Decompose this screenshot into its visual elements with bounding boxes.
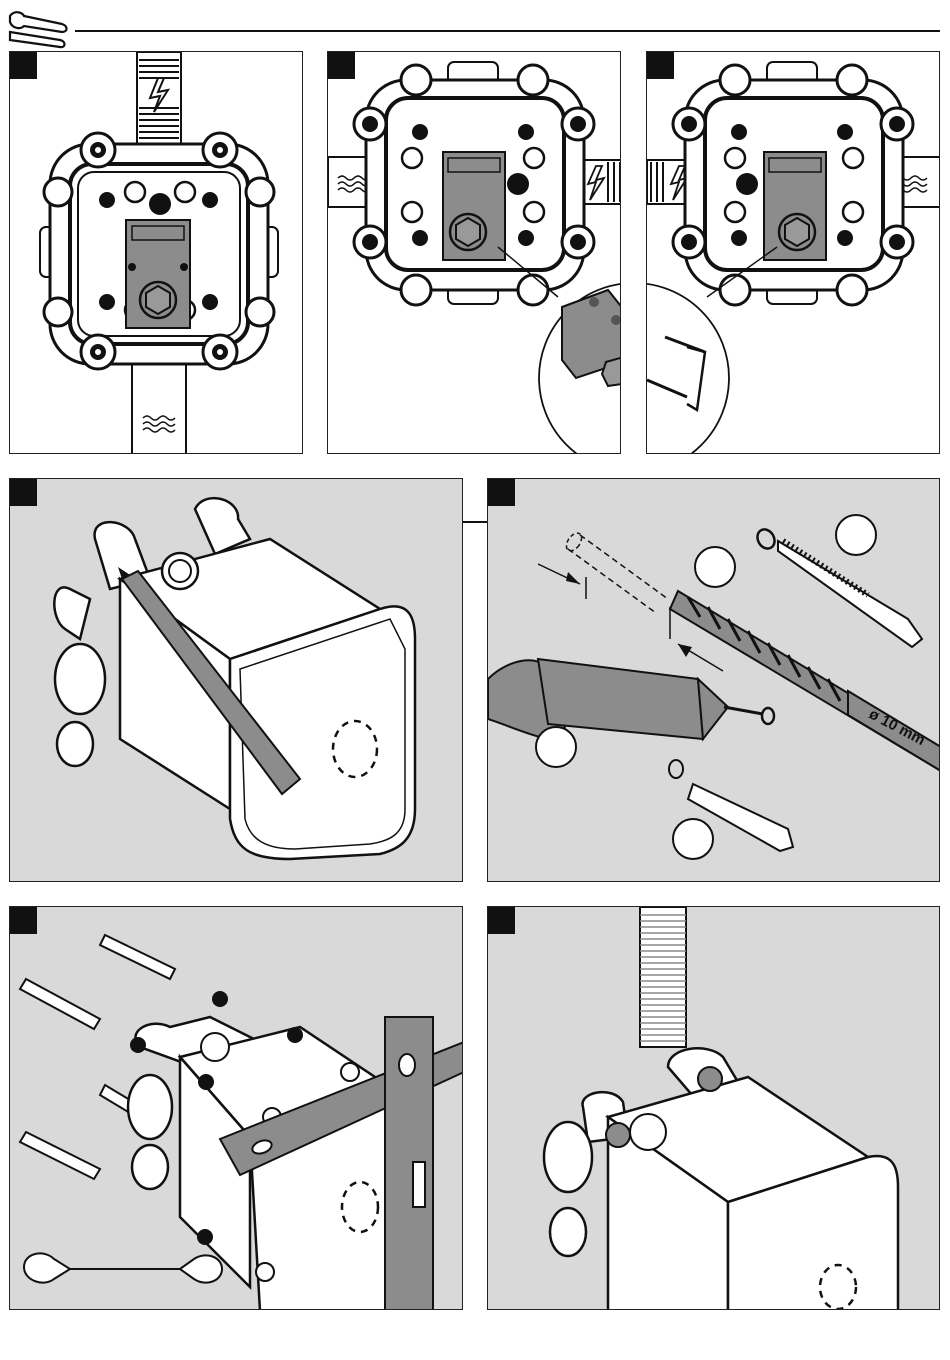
valve-cartridge <box>126 220 190 328</box>
connector-line <box>463 521 487 523</box>
step-panel-4 <box>9 478 463 882</box>
caulk-gun <box>488 659 774 740</box>
step-panel-6 <box>9 906 463 1310</box>
step-panel-7 <box>487 906 940 1310</box>
conduit-icon <box>640 907 686 1047</box>
step-circle-1 <box>695 547 735 587</box>
header-rule <box>75 30 940 32</box>
valve-cartridge <box>443 152 505 260</box>
wrench-screwdriver-icon <box>4 4 74 54</box>
step-panel-1 <box>9 51 303 454</box>
cartridge-detail <box>562 290 621 386</box>
open-end-wrench-icon <box>24 1253 222 1282</box>
step-circle-2 <box>536 727 576 767</box>
step-panel-2 <box>327 51 621 454</box>
step-circle-4 <box>836 515 876 555</box>
step-panel-5: ø 10 mm <box>487 478 940 882</box>
step-panel-3 <box>646 51 940 454</box>
electric-hazard-icon <box>137 52 181 157</box>
mounting-screws <box>20 935 175 1179</box>
valve-cartridge <box>764 152 826 260</box>
step-circle-3 <box>673 819 713 859</box>
